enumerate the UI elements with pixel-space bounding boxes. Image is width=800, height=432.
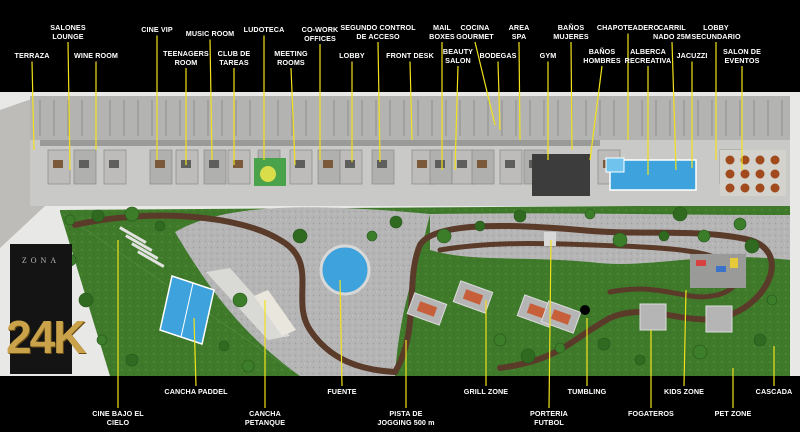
leader-lines bbox=[31, 33, 775, 409]
label-top-21: CHAPOTEADERO bbox=[596, 23, 660, 32]
label-top-5: MUSIC ROOM bbox=[185, 29, 235, 38]
leader-line-bottom-3 bbox=[339, 279, 343, 387]
leader-line-top-5 bbox=[209, 39, 213, 161]
leader-line-top-0 bbox=[31, 61, 35, 151]
pool-kids bbox=[605, 157, 625, 173]
fire-pit-2 bbox=[705, 305, 733, 333]
leader-line-top-1 bbox=[67, 41, 71, 171]
label-bottom-10: PET ZONE bbox=[714, 409, 752, 418]
label-top-3: CINE VIP bbox=[141, 25, 173, 34]
leader-line-top-12 bbox=[409, 61, 413, 141]
label-bottom-5: GRILL ZONE bbox=[463, 387, 509, 396]
tumbling-dot bbox=[580, 305, 590, 315]
open-air-cinema bbox=[119, 226, 165, 268]
leader-line-bottom-1 bbox=[193, 317, 197, 387]
leader-line-top-14 bbox=[454, 65, 459, 171]
petanque-court-graphic bbox=[206, 268, 290, 340]
fountain-graphic bbox=[319, 244, 371, 296]
label-bottom-1: CANCHA PADDEL bbox=[164, 387, 228, 396]
leader-line-top-20 bbox=[589, 65, 603, 161]
bottom-band bbox=[0, 376, 800, 432]
label-bottom-9: KIDS ZONE bbox=[663, 387, 705, 396]
leader-line-bottom-9 bbox=[683, 289, 687, 387]
label-top-18: GYM bbox=[539, 51, 557, 60]
label-bottom-8: FOGATEROS bbox=[628, 409, 674, 418]
paddel-court-graphic bbox=[159, 275, 215, 345]
label-top-0: TERRAZA bbox=[14, 51, 50, 60]
top-band bbox=[0, 0, 800, 92]
label-bottom-3: FUENTE bbox=[327, 387, 357, 396]
grill-zone-graphic bbox=[406, 280, 582, 334]
building-wall-top bbox=[30, 96, 790, 140]
event-tables bbox=[725, 155, 780, 193]
label-bottom-11: CASCADA bbox=[755, 387, 793, 396]
building-wall-ticks bbox=[39, 100, 783, 136]
logo-number: 24K bbox=[6, 311, 86, 363]
leader-line-top-15 bbox=[474, 41, 496, 126]
label-top-24: JACUZZI bbox=[676, 51, 708, 60]
leader-line-top-8 bbox=[290, 67, 296, 166]
logo-panel bbox=[10, 244, 72, 374]
label-top-10: LOBBY bbox=[339, 51, 365, 60]
label-bottom-7: TUMBLING bbox=[567, 387, 607, 396]
leader-line-top-23 bbox=[671, 41, 677, 171]
label-top-16: BODEGAS bbox=[479, 51, 517, 60]
leader-line-top-17 bbox=[518, 41, 521, 141]
logo-word: ZONA bbox=[21, 256, 61, 265]
label-top-12: FRONT DESK bbox=[386, 51, 434, 60]
leader-line-top-16 bbox=[497, 61, 501, 131]
fire-pit-1 bbox=[639, 303, 667, 331]
label-top-7: LUDOTECA bbox=[243, 25, 285, 34]
leader-line-top-19 bbox=[570, 41, 573, 151]
leader-line-bottom-6 bbox=[548, 239, 552, 409]
kids-zone-graphic bbox=[690, 254, 746, 288]
soccer-goal bbox=[544, 232, 556, 246]
leader-line-top-11 bbox=[377, 41, 381, 163]
gym-floor bbox=[532, 154, 590, 196]
label-top-2: WINE ROOM bbox=[73, 51, 119, 60]
